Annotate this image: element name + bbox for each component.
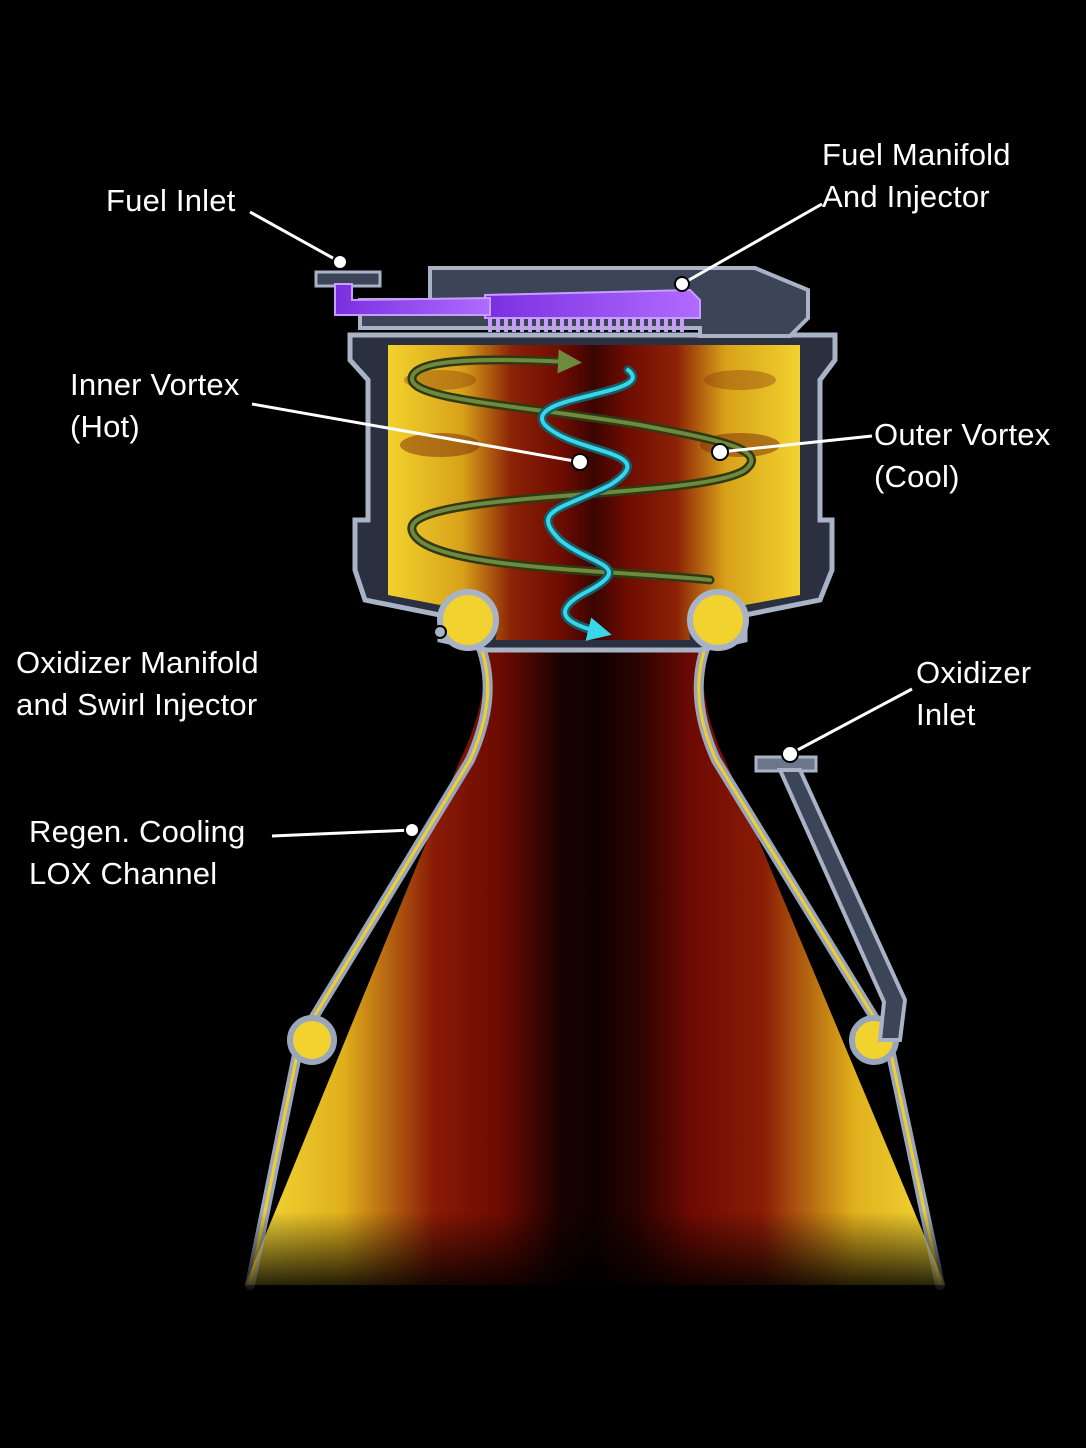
fuel-inlet-pipe [314,270,491,316]
label-fuel-inlet-line1: Fuel Inlet [106,183,236,218]
label-fuel-manifold-line1: Fuel Manifold [822,137,1011,172]
nozzle-wall [245,635,945,1290]
label-outer-vortex: Outer Vortex (Cool) [874,414,1050,498]
label-oxidizer-manifold-line1: Oxidizer Manifold [16,645,259,680]
label-fuel-manifold-line2: And Injector [822,179,990,214]
label-inner-vortex-line2: (Hot) [70,409,140,444]
oxidizer-swirl-injector-rings [437,589,749,651]
leader-oxidizer-inlet [789,687,913,756]
label-oxidizer-inlet: Oxidizer Inlet [916,652,1031,736]
label-outer-vortex-line1: Outer Vortex [874,417,1051,452]
outer-vortex-flow [407,349,756,585]
fuel-injector-orifices [488,318,684,332]
leader-lines [249,202,913,838]
label-inner-vortex-line1: Inner Vortex [70,367,240,402]
label-fuel-inlet: Fuel Inlet [106,180,236,222]
leader-regen-cooling [271,828,413,838]
injector-head [358,266,810,338]
leader-fuel-manifold [681,202,823,286]
label-outer-vortex-line2: (Cool) [874,459,960,494]
label-regen-cooling: Regen. Cooling LOX Channel [29,811,246,895]
label-regen-cooling-line1: Regen. Cooling [29,814,246,849]
nozzle-flame [245,615,945,1285]
label-oxidizer-manifold-line2: and Swirl Injector [16,687,258,722]
leader-endpoints [332,254,799,838]
label-regen-cooling-line2: LOX Channel [29,856,218,891]
label-fuel-manifold: Fuel Manifold And Injector [822,134,1011,218]
leader-inner-vortex [251,402,581,464]
label-oxidizer-inlet-line1: Oxidizer [916,655,1032,690]
leader-fuel-inlet [249,210,341,264]
label-oxidizer-inlet-line2: Inlet [916,697,976,732]
label-inner-vortex: Inner Vortex (Hot) [70,364,240,448]
leader-outer-vortex [719,434,873,454]
label-oxidizer-manifold: Oxidizer Manifold and Swirl Injector [16,642,259,726]
inner-vortex-flow [537,365,637,641]
